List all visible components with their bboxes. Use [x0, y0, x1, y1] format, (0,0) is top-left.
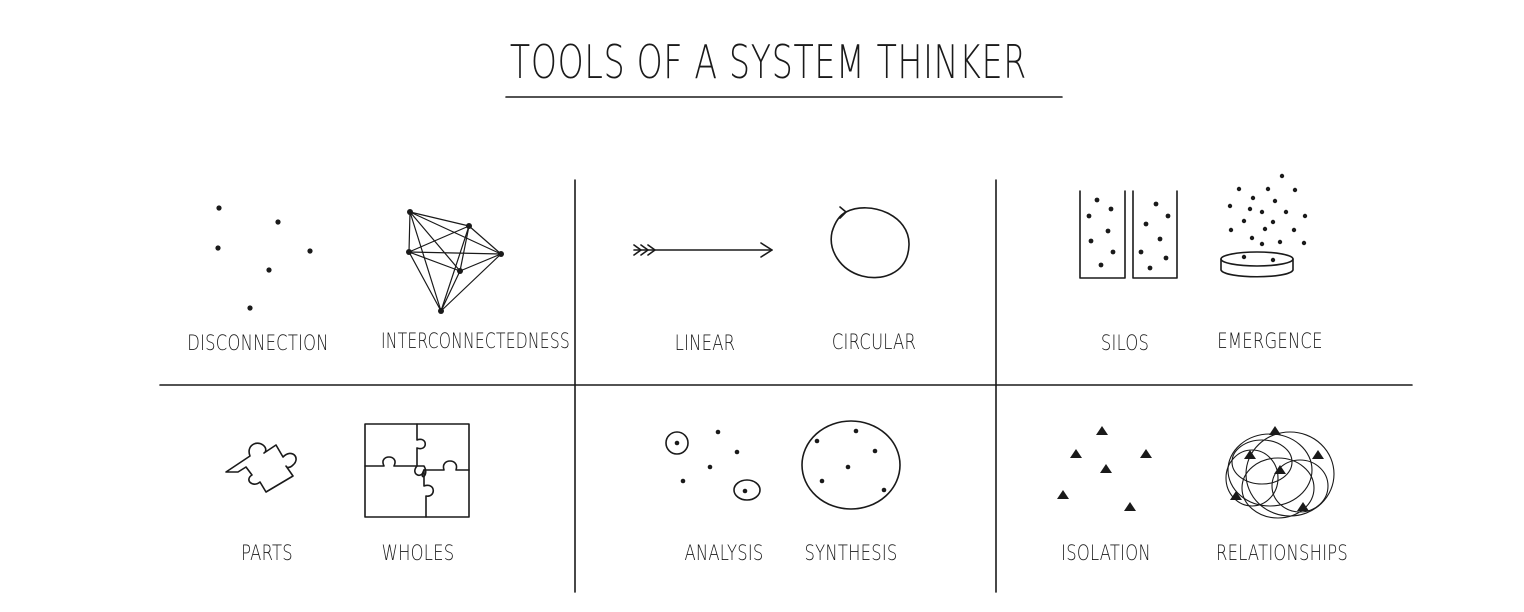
label-linear: LINEAR [674, 331, 736, 355]
label-analysis: ANALYSIS [684, 541, 764, 565]
emergence-icon [1220, 173, 1308, 278]
label-circular: CIRCULAR [831, 330, 917, 354]
label-isolation: ISOLATION [1061, 541, 1151, 565]
synthesis-icon [801, 420, 901, 510]
label-parts: PARTS [241, 541, 293, 565]
relationships-icon [1225, 426, 1335, 519]
isolation-icon [1057, 426, 1152, 511]
label-interconnectedness: INTERCONNECTEDNESS [381, 329, 570, 353]
disconnection-icon [215, 205, 313, 311]
puzzle-piece-icon [225, 442, 297, 493]
linear-arrow-icon [633, 242, 773, 258]
label-disconnection: DISCONNECTION [187, 331, 329, 355]
label-synthesis: SYNTHESIS [804, 541, 898, 565]
label-emergence: EMERGENCE [1217, 329, 1323, 353]
interconnectedness-icon [406, 209, 504, 314]
label-silos: SILOS [1100, 331, 1150, 355]
circular-loop-icon [830, 206, 910, 279]
analysis-icon [665, 429, 761, 501]
label-wholes: WHOLES [381, 541, 455, 565]
grid-lines [159, 179, 1413, 593]
whole-puzzle-icon [364, 423, 470, 518]
label-relationships: RELATIONSHIPS [1215, 541, 1349, 565]
silos-icon [1079, 190, 1178, 279]
page-title: TOOLS OF A SYSTEM THINKER [509, 35, 1027, 89]
